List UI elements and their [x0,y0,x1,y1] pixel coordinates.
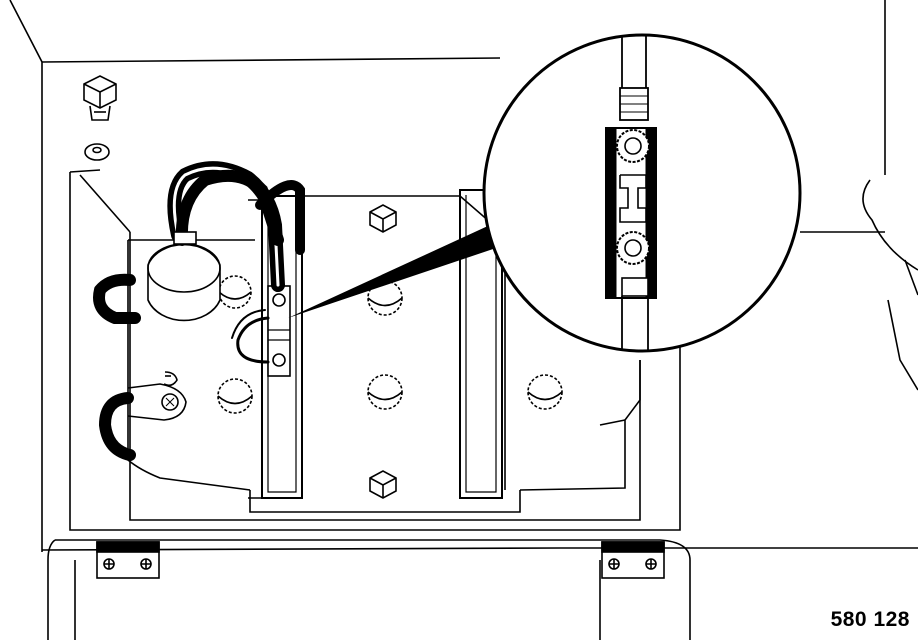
magnifier-pointer [288,225,505,318]
cell-cap-3 [217,378,253,414]
cable-to-negative-left [93,273,141,324]
magnified-detail-view [482,33,802,353]
hold-down-bolt-top [369,204,397,233]
cable-clamp [173,231,197,245]
cell-cap-2 [367,280,403,316]
washer-icon [84,143,110,161]
hold-down-strap-right [459,189,503,499]
compartment-outline [9,0,918,552]
hold-down-bolt-bottom [369,470,397,499]
hinge-left [96,541,160,579]
hinge-right [601,541,665,579]
cable-to-negative-lower [98,392,136,461]
main-cable-bundle [167,161,305,292]
figure-reference-number: 580 128 [830,608,910,631]
positive-terminal-cover [147,243,221,322]
thin-wire [231,309,270,364]
cell-cap-1 [218,275,252,309]
fuse-holder-small [267,285,291,377]
loose-bolt-icon [83,75,117,121]
battery-body [127,195,641,513]
cell-cap-4 [367,374,403,410]
cell-cap-5 [527,374,563,410]
front-cover-panel [47,539,691,640]
negative-terminal-clamp [127,371,187,421]
